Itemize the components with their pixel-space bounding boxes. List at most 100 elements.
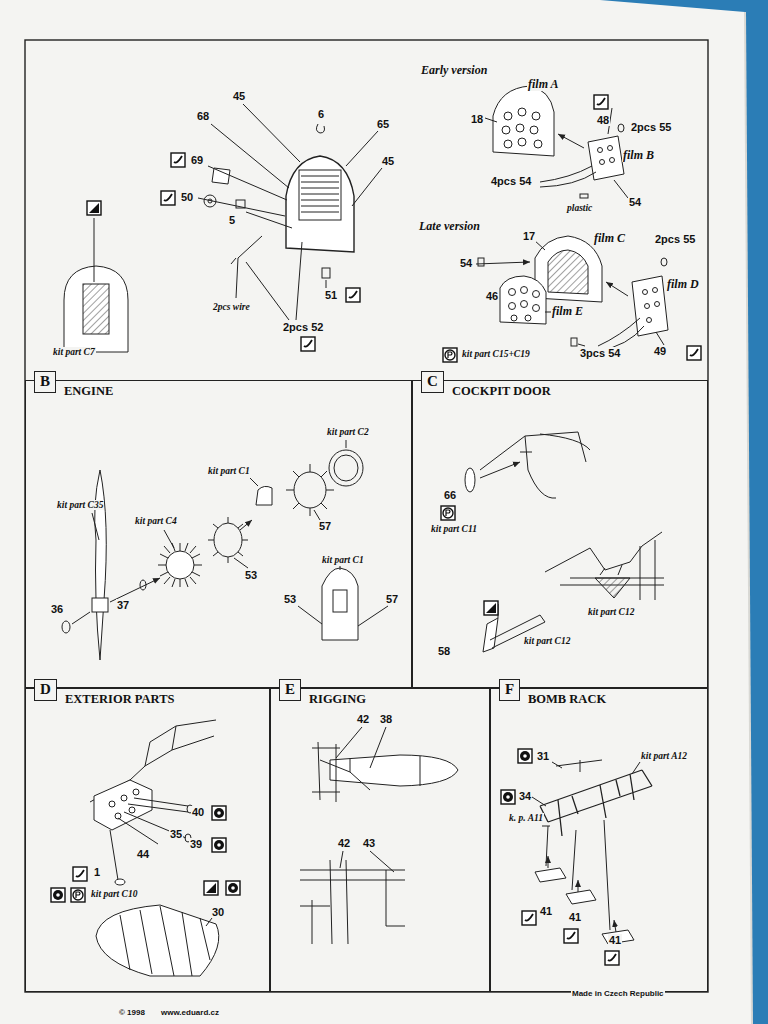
line-art <box>71 888 85 902</box>
line-art <box>480 462 520 478</box>
footer-text: © 1998 <box>118 1009 146 1018</box>
line-art <box>256 486 272 505</box>
step-letter: B <box>40 373 50 389</box>
line-art <box>171 153 185 167</box>
callout-number: 5 <box>228 214 236 226</box>
line-art <box>504 140 512 148</box>
callout-number: 49 <box>653 345 667 357</box>
line-art <box>206 918 212 926</box>
line-art <box>500 276 546 324</box>
callout-number: 54 <box>628 196 642 208</box>
callout-number: 69 <box>190 154 204 166</box>
callout-number: 58 <box>437 645 451 657</box>
line-art <box>198 104 382 320</box>
line-art <box>533 291 540 298</box>
line-art <box>518 108 526 116</box>
version-label: film B <box>622 149 655 162</box>
paper <box>0 0 752 1024</box>
line-art <box>509 303 516 310</box>
line-art <box>0 0 752 1024</box>
line-art <box>518 749 532 763</box>
line-art <box>286 156 354 252</box>
part-note: kit part C1 <box>207 466 251 476</box>
callout-number: 68 <box>196 110 210 122</box>
callout-number: 39 <box>189 838 203 850</box>
line-art <box>340 851 394 872</box>
line-art <box>521 287 528 294</box>
line-art <box>548 250 588 294</box>
step-letter-box: D <box>34 679 57 701</box>
line-art <box>558 134 584 148</box>
callout-number: 37 <box>116 599 130 611</box>
part-note: kit part C10 <box>90 889 138 899</box>
line-art <box>334 455 358 481</box>
callout-number: 53 <box>283 593 297 605</box>
part-note: kit part C11 <box>430 524 478 534</box>
panel-heading: COCKPIT DOOR <box>452 384 551 399</box>
line-art <box>212 168 230 184</box>
line-art <box>545 532 664 600</box>
callout-number: 41 <box>608 934 622 946</box>
part-note: kit part C35 <box>56 500 104 510</box>
part-note: kit part C15+C19 <box>461 349 531 359</box>
line-art <box>504 112 512 120</box>
line-art <box>600 160 605 165</box>
line-art <box>166 551 194 579</box>
line-art <box>336 727 386 768</box>
line-art <box>516 124 524 132</box>
callout-number: 41 <box>539 905 553 917</box>
line-art <box>556 760 602 772</box>
part-note: kit part C7 <box>52 347 96 357</box>
line-art <box>316 124 324 133</box>
line-art <box>204 881 218 895</box>
line-art <box>64 266 128 352</box>
part-note: kit part C2 <box>326 427 370 437</box>
callout-number: 31 <box>536 750 550 762</box>
line-art <box>286 464 334 516</box>
callout-number: 38 <box>379 713 393 725</box>
line-art <box>25 40 708 992</box>
callout-number: 46 <box>485 290 499 302</box>
callout-number: 54 <box>459 257 473 269</box>
line-art <box>133 789 139 795</box>
line-art <box>94 780 152 830</box>
line-art <box>51 888 65 902</box>
line-art <box>465 468 475 492</box>
line-art <box>594 95 608 109</box>
line-art <box>534 140 542 148</box>
line-art <box>745 12 752 1024</box>
line-art <box>566 890 596 904</box>
line-art <box>540 770 652 836</box>
callout-number: 6 <box>317 108 325 120</box>
line-art <box>95 470 107 660</box>
line-art <box>598 148 603 153</box>
callout-number: 42 <box>356 713 370 725</box>
line-art <box>564 929 578 943</box>
callout-number: 2pcs 55 <box>654 233 696 245</box>
line-art <box>687 346 701 360</box>
line-art <box>109 801 115 807</box>
panel-heading: EXTERIOR PARTS <box>65 692 174 707</box>
version-label: film A <box>527 78 560 91</box>
line-art <box>600 565 622 575</box>
line-art <box>530 126 538 134</box>
line-art <box>208 517 248 563</box>
line-art <box>484 601 498 615</box>
line-art <box>322 268 330 278</box>
line-art <box>161 191 175 205</box>
line-art <box>73 867 87 881</box>
line-art <box>610 158 615 163</box>
line-art <box>329 450 363 486</box>
line-art <box>493 86 554 156</box>
line-art <box>322 568 358 640</box>
line-art <box>655 302 660 307</box>
line-art <box>518 138 526 146</box>
callout-number: 35 <box>169 828 183 840</box>
part-note: kit part C4 <box>134 516 178 526</box>
line-art <box>605 951 619 965</box>
step-panel: BOMB RACKF <box>490 688 708 992</box>
line-art <box>94 218 95 282</box>
line-art <box>120 906 210 976</box>
